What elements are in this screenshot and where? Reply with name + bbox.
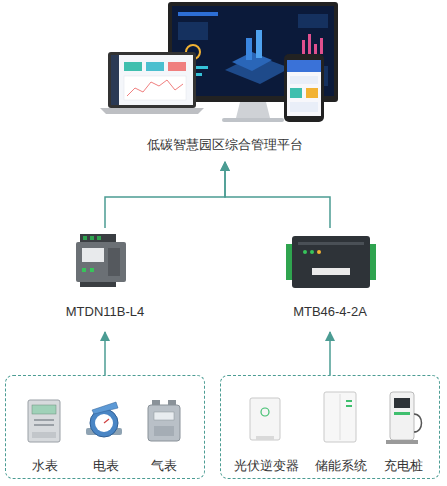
phone-illustration — [284, 54, 324, 122]
flow-arrow — [329, 332, 331, 375]
device-node: 水表 — [15, 386, 75, 476]
device-node: 电表 — [76, 386, 136, 476]
meter-illustration — [86, 402, 122, 437]
controller-device — [286, 236, 376, 288]
storage-illustration — [324, 392, 356, 442]
gateway-device — [76, 234, 126, 287]
device-node: 储能系统 — [306, 386, 376, 476]
node-label: 气表 — [124, 458, 204, 474]
flow-arrow — [105, 162, 225, 228]
node-label: MTB46-4-2A — [270, 304, 390, 320]
gateway-node: MTDN11B-L4 — [55, 228, 155, 332]
laptop-illustration — [100, 52, 204, 114]
node-label: 光伏逆变器 — [216, 458, 316, 474]
node-label: 储能系统 — [296, 458, 386, 474]
flow-arrow — [104, 332, 106, 375]
node-label: 电表 — [66, 458, 146, 474]
flow-arrow — [225, 162, 330, 228]
platform-node: 低碳智慧园区综合管理平台 — [105, 0, 345, 162]
node-label: 低碳智慧园区综合管理平台 — [95, 137, 355, 153]
device-group: 光伏逆变器储能系统充电桩 — [220, 375, 440, 479]
device-node: 光伏逆变器 — [226, 386, 306, 476]
node-label: 充电桩 — [363, 458, 443, 474]
meter-illustration — [28, 400, 60, 442]
device-node: 充电桩 — [373, 386, 433, 476]
meter-illustration — [148, 400, 180, 441]
charger-illustration — [386, 392, 422, 444]
node-label: 水表 — [5, 458, 85, 474]
device-group: 水表电表气表 — [5, 375, 205, 479]
device-node: 气表 — [134, 386, 194, 476]
node-label: MTDN11B-L4 — [45, 304, 165, 320]
controller-node: MTB46-4-2A — [280, 228, 380, 332]
inverter-illustration — [250, 398, 280, 440]
